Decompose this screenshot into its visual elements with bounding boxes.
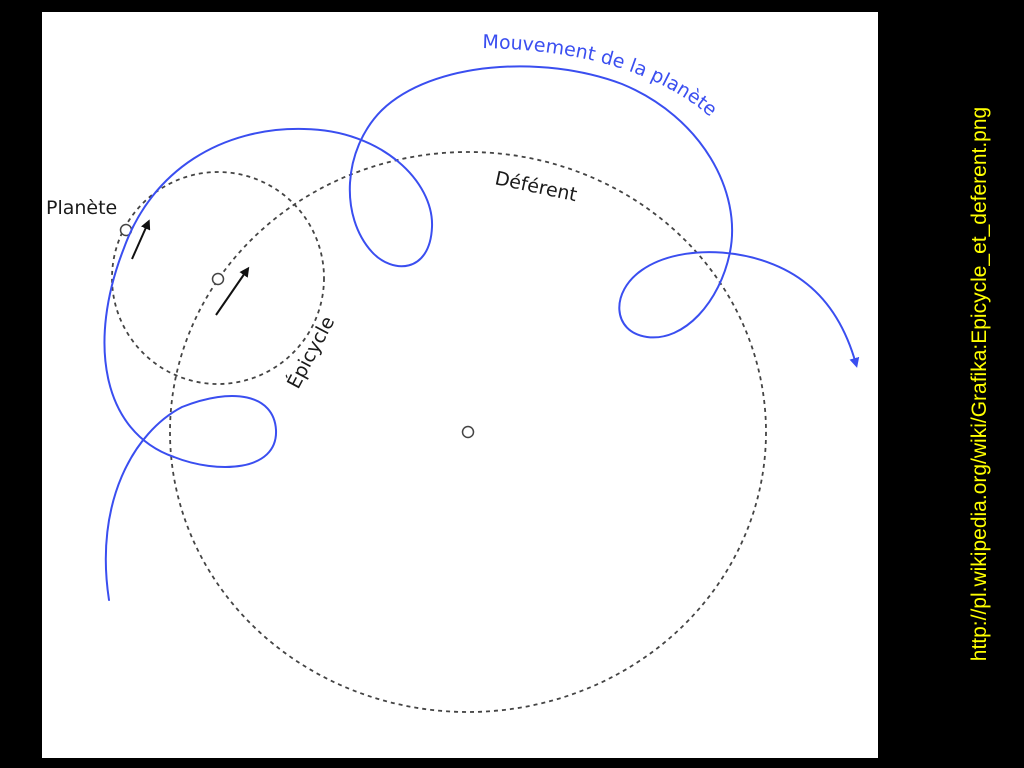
planet-motion-path — [103, 65, 860, 601]
planet-motion-label: Mouvement de la planète — [482, 31, 721, 121]
planet-label: Planète — [46, 197, 117, 219]
epicycle-deferent-diagram: Mouvement de la planète Déférent Épicycl… — [42, 12, 878, 758]
diagram-canvas: Mouvement de la planète Déférent Épicycl… — [46, 31, 860, 713]
epicycle-circle — [111, 171, 325, 385]
deferent-label: Déférent — [493, 167, 579, 206]
deferent-center-point — [461, 425, 475, 439]
source-url-caption: http://pl.wikipedia.org/wiki/Grafika:Epi… — [968, 106, 991, 662]
planet-direction-arrow — [131, 219, 151, 260]
epicycle-center-arrow — [215, 266, 250, 316]
epicycle-label: Épicycle — [282, 312, 339, 392]
epicycle-center-point — [211, 272, 225, 286]
deferent-circle — [169, 151, 767, 713]
